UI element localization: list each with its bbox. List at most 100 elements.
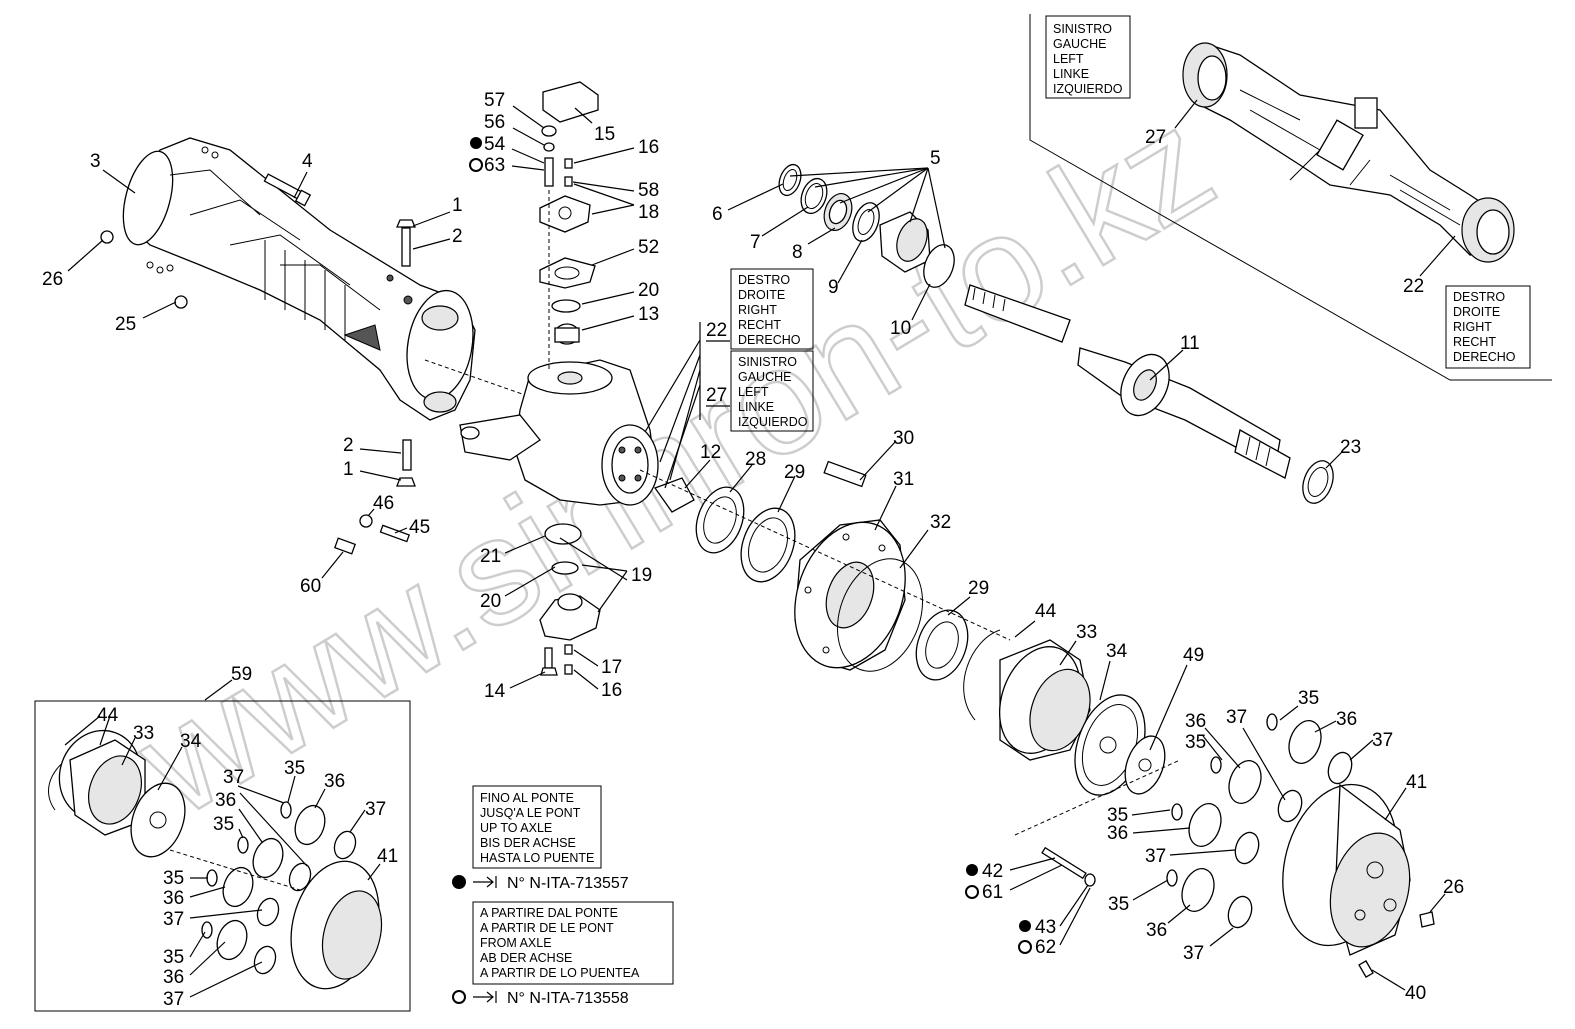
- callout-20: 20: [638, 280, 659, 301]
- inset-left-label-4: IZQUIERDO: [1053, 82, 1123, 96]
- callout-36g: 36: [163, 888, 184, 909]
- callout-43: 43: [1035, 917, 1056, 938]
- callout-35b: 35: [1185, 732, 1206, 753]
- callout-19: 19: [631, 565, 652, 586]
- callout-8: 8: [792, 242, 803, 263]
- callout-41b: 41: [377, 846, 398, 867]
- callout-10: 10: [890, 318, 911, 339]
- callout-35: 35: [1298, 688, 1319, 709]
- from-number: N° N-ITA-713558: [507, 990, 629, 1007]
- callout-29: 29: [784, 462, 805, 483]
- callout-20b: 20: [480, 591, 501, 612]
- center-right-label-0: DESTRO: [738, 273, 790, 287]
- callout-35d: 35: [1108, 894, 1129, 915]
- up-to-line-4: HASTA LO PUENTE: [480, 851, 594, 865]
- callout-35e: 35: [284, 758, 305, 779]
- callout-36: 36: [1336, 709, 1357, 730]
- callout-37f: 37: [365, 799, 386, 820]
- callout-27: 27: [1145, 127, 1166, 148]
- callout-42: 42: [982, 861, 1003, 882]
- callout-9: 9: [828, 277, 839, 298]
- from-line-0: A PARTIRE DAL PONTE: [480, 906, 618, 920]
- open-circle-icon: [452, 990, 466, 1004]
- filled-circle-icon: [452, 875, 466, 889]
- serial-box-up-to: FINO AL PONTE JUSQ'A LE PONT UP TO AXLE …: [452, 785, 629, 892]
- inset-left-label-2: LEFT: [1053, 52, 1084, 66]
- callout-18: 18: [638, 202, 659, 223]
- callout-36f: 36: [215, 790, 236, 811]
- kingpin-top-stack: [539, 81, 599, 370]
- callout-13: 13: [638, 304, 659, 325]
- housing-fasteners: [100, 173, 416, 487]
- inset-left-label-box: SINISTRO GAUCHE LEFT LINKE IZQUIERDO: [1045, 15, 1131, 99]
- inset-left-label-0: SINISTRO: [1053, 22, 1112, 36]
- callout-33: 33: [1076, 622, 1097, 643]
- callout-37d: 37: [1183, 943, 1204, 964]
- center-left-label-3: LINKE: [738, 400, 774, 414]
- steering-knuckle: [459, 359, 659, 506]
- inset-right-label-3: RECHT: [1453, 335, 1496, 349]
- callout-60: 60: [300, 576, 321, 597]
- up-to-number: N° N-ITA-713557: [507, 875, 629, 892]
- callout-40: 40: [1405, 983, 1426, 1004]
- up-to-line-3: BIS DER ACHSE: [480, 836, 576, 850]
- inset-left-label-1: GAUCHE: [1053, 37, 1106, 51]
- callout-37e: 37: [223, 767, 244, 788]
- wheel-hub-parts: [653, 460, 969, 681]
- callout-37b: 37: [1226, 707, 1247, 728]
- callout-63: 63: [484, 155, 505, 176]
- up-to-line-1: JUSQ'A LE PONT: [480, 806, 581, 820]
- center-right-label-3: RECHT: [738, 318, 781, 332]
- callout-62: 62: [1035, 937, 1056, 958]
- callout-21: 21: [480, 546, 501, 567]
- inset-right-label-box: DESTRO DROITE RIGHT RECHT DERECHO: [1445, 285, 1531, 369]
- from-line-2: FROM AXLE: [480, 936, 552, 950]
- callout-5: 5: [930, 148, 941, 169]
- up-to-line-0: FINO AL PONTE: [480, 791, 574, 805]
- center-left-label-4: IZQUIERDO: [738, 415, 808, 429]
- center-left-label-0: SINISTRO: [738, 355, 797, 369]
- callout-37g: 37: [163, 909, 184, 930]
- callout-33b: 33: [133, 723, 154, 744]
- callout-41: 41: [1406, 772, 1427, 793]
- center-right-label-1: DROITE: [738, 288, 785, 302]
- callout-26b: 26: [1443, 877, 1464, 898]
- callout-45: 45: [409, 517, 430, 538]
- callout-25: 25: [115, 314, 136, 335]
- callout-16b: 16: [601, 680, 622, 701]
- inset-right-label-1: DROITE: [1453, 305, 1500, 319]
- variant-inset-box: [34, 700, 411, 1012]
- callout-49: 49: [1183, 645, 1204, 666]
- callout-37h: 37: [163, 989, 184, 1010]
- axis-dashes: [424, 359, 1011, 641]
- callout-35f: 35: [213, 814, 234, 835]
- callout-14: 14: [484, 681, 506, 702]
- inset-right-label-0: DESTRO: [1453, 290, 1505, 304]
- callout-37c: 37: [1145, 846, 1166, 867]
- arrow-icon: [473, 876, 497, 888]
- axle-housing: [122, 137, 476, 421]
- center-side-boxes: DESTRO DROITE RIGHT RECHT DERECHO SINIST…: [699, 268, 814, 432]
- marker-dots: [469, 137, 1032, 954]
- from-line-1: A PARTIR DE LE PONT: [480, 921, 614, 935]
- callout-17: 17: [601, 657, 622, 678]
- center-right-label-4: DERECHO: [738, 333, 801, 347]
- callout-36h: 36: [163, 967, 184, 988]
- planet-gears-right: [1166, 713, 1353, 929]
- up-to-line-2: UP TO AXLE: [480, 821, 552, 835]
- inset-right-label-2: RIGHT: [1453, 320, 1492, 334]
- center-left-label-2: LEFT: [738, 385, 769, 399]
- callout-35c: 35: [1107, 805, 1128, 826]
- callout-11: 11: [1180, 333, 1200, 354]
- callout-29b: 29: [968, 578, 989, 599]
- callout-61: 61: [982, 882, 1003, 903]
- callout-36d: 36: [1146, 920, 1167, 941]
- axle-overview-drawing: [1182, 42, 1515, 263]
- callout-31: 31: [893, 469, 914, 490]
- callout-44: 44: [1035, 601, 1057, 622]
- callout-28: 28: [745, 449, 766, 470]
- center-left-label-1: GAUCHE: [738, 370, 791, 384]
- callout-4: 4: [302, 151, 313, 172]
- callout-36b: 36: [1185, 711, 1206, 732]
